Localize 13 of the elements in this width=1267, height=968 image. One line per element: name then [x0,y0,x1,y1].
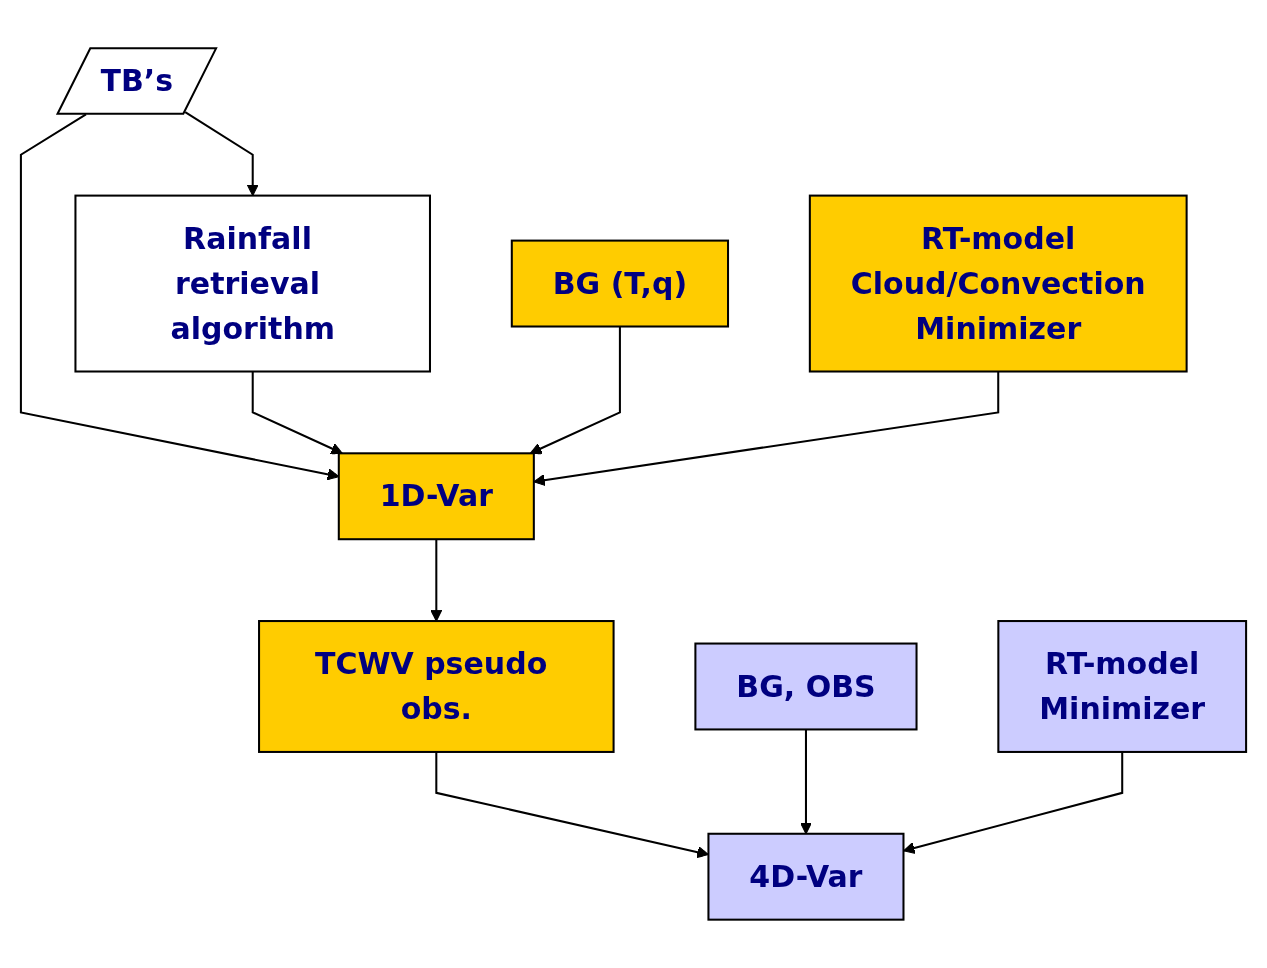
arrow [430,539,443,622]
node-box: Rainfall retrieval algorithm [74,194,431,373]
node-box: RT-model Minimizer [997,620,1248,753]
node-box: BG (T,q) [510,239,730,328]
arrow [251,371,343,455]
node-box: TCWV pseudo obs. [258,620,615,753]
arrow [533,371,1000,487]
arrow [529,326,621,455]
node-box: 1D-Var [337,452,535,541]
node-box: 4D-Var [707,832,905,921]
node-box: BG, OBS [694,642,918,731]
node-box: RT-model Cloud/Convection Minimizer [808,194,1188,373]
arrow [435,751,709,859]
